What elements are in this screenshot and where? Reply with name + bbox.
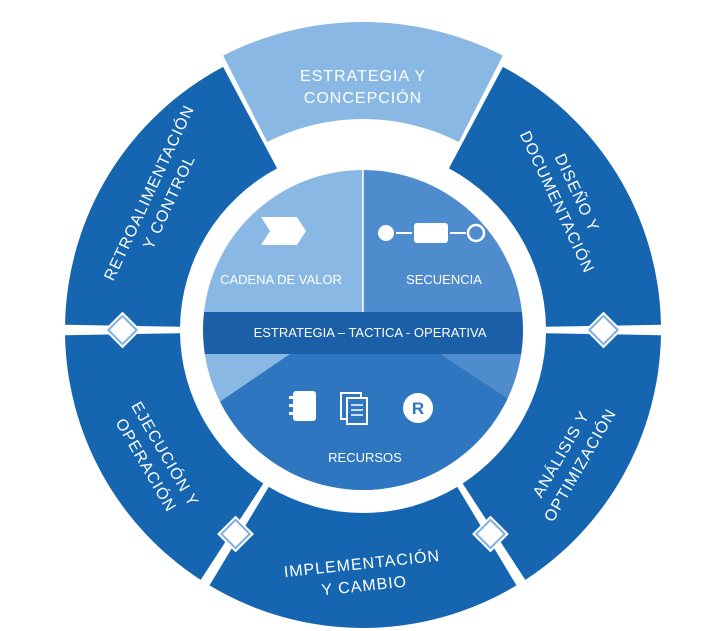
strategy-band xyxy=(203,312,523,354)
value-chain-label: CADENA DE VALOR xyxy=(220,272,342,287)
ring-label-line: CONCEPCIÓN xyxy=(304,88,422,107)
sequence-icon xyxy=(378,223,486,243)
segment-design xyxy=(448,66,661,327)
segment-feedback xyxy=(65,66,278,327)
registered-icon: R xyxy=(403,393,433,423)
ring-label-line: ESTRATEGIA Y xyxy=(300,68,426,85)
resources-label: RECURSOS xyxy=(328,450,402,465)
segment-execution xyxy=(65,333,264,580)
connector-outline xyxy=(219,518,252,550)
connector-outline xyxy=(587,314,620,346)
segment-implementation xyxy=(209,486,517,628)
value-chain-icon xyxy=(261,217,306,245)
ring-connectors xyxy=(104,311,622,553)
connector-diamond xyxy=(472,515,509,553)
sequence-label: SECUENCIA xyxy=(406,272,482,287)
registered-letter: R xyxy=(412,399,424,418)
segment-strategy xyxy=(223,21,503,142)
documents-icon xyxy=(340,392,368,425)
connector-diamond xyxy=(585,311,622,349)
connector-diamond xyxy=(217,515,254,553)
notebook-icon xyxy=(289,391,316,421)
connector-outline xyxy=(106,314,139,346)
ring-label-strategy: ESTRATEGIA Y CONCEPCIÓN xyxy=(300,68,426,107)
strategy-band-label: ESTRATEGIA – TACTICA - OPERATIVA xyxy=(254,325,487,340)
connector-diamond xyxy=(104,311,141,349)
segment-analysis xyxy=(462,333,661,580)
inner-circle xyxy=(195,162,531,498)
outer-ring xyxy=(65,21,661,628)
connector-outline xyxy=(474,518,507,550)
